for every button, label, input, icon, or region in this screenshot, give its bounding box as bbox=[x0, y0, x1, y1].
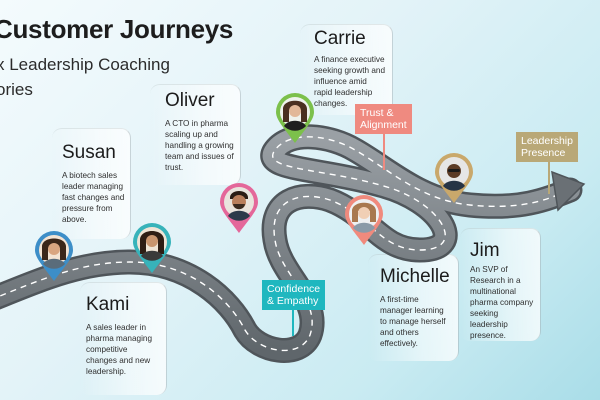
pin-jim bbox=[433, 152, 475, 204]
person-name-kami: Kami bbox=[86, 294, 130, 315]
person-name-jim: Jim bbox=[470, 240, 500, 261]
person-name-michelle: Michelle bbox=[380, 266, 450, 287]
page-title: Customer Journeys bbox=[0, 14, 234, 44]
pin-kami bbox=[131, 222, 173, 274]
card-susan bbox=[52, 128, 131, 239]
milestone-label: & Empathy bbox=[267, 295, 319, 307]
milestone-label: Alignment bbox=[360, 119, 407, 131]
person-desc-jim: An SVP of Research in a multinational ph… bbox=[470, 265, 534, 340]
card-carrie bbox=[300, 24, 393, 115]
milestone-label: Trust & bbox=[360, 107, 394, 119]
card-kami bbox=[80, 282, 167, 395]
avatar-pin-icon bbox=[220, 183, 258, 233]
milestone-confidence-empathy: Confidence & Empathy bbox=[262, 280, 326, 310]
person-desc-carrie: A finance executive seeking growth and i… bbox=[314, 55, 386, 108]
card-michelle bbox=[368, 254, 459, 361]
road-center-line bbox=[0, 136, 561, 352]
person-desc-kami: A sales leader in pharma managing compet… bbox=[86, 323, 152, 376]
pin-susan bbox=[33, 230, 75, 282]
person-desc-oliver: A CTO in pharma scaling up and handling … bbox=[165, 119, 234, 172]
person-name-susan: Susan bbox=[62, 142, 116, 163]
page-subtitle: x Leadership Coaching ories bbox=[0, 55, 170, 99]
avatar-pin-icon bbox=[133, 223, 171, 273]
pin-michelle bbox=[343, 194, 385, 246]
milestone-label: Presence bbox=[521, 147, 566, 159]
milestone-label: Leadership bbox=[521, 135, 573, 147]
milestone-leadership-presence: Leadership Presence bbox=[516, 132, 578, 162]
card-jim bbox=[460, 228, 541, 341]
avatar-pin-icon bbox=[435, 153, 473, 203]
person-name-oliver: Oliver bbox=[165, 90, 215, 111]
avatar-pin-icon bbox=[345, 195, 383, 245]
person-desc-michelle: A first-time manager learning to manage … bbox=[380, 295, 446, 348]
avatar-pin-icon bbox=[276, 93, 314, 143]
pin-carrie bbox=[274, 92, 316, 144]
pin-oliver bbox=[218, 182, 260, 234]
milestone-trust-alignment: Trust & Alignment bbox=[355, 104, 412, 134]
flagpole-confidence bbox=[292, 306, 294, 336]
person-name-carrie: Carrie bbox=[314, 28, 366, 49]
person-desc-susan: A biotech sales leader managing fast cha… bbox=[62, 171, 125, 224]
flagpole-trust bbox=[383, 128, 385, 170]
avatar-pin-icon bbox=[35, 231, 73, 281]
flagpole-presence bbox=[548, 156, 550, 194]
milestone-label: Confidence bbox=[267, 283, 321, 295]
road-arrow-head bbox=[551, 170, 586, 212]
card-oliver bbox=[150, 84, 241, 185]
